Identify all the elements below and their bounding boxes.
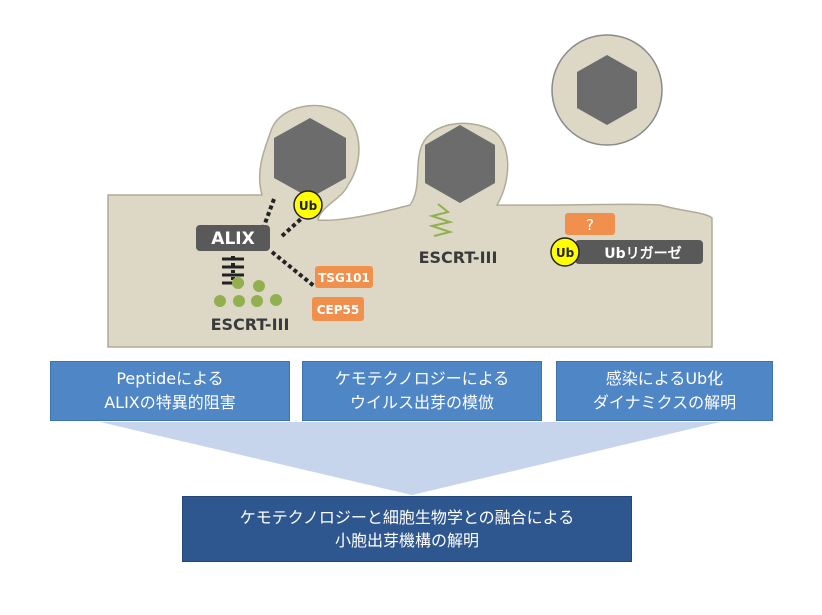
- alix-box: [196, 225, 270, 251]
- escrt-dots: [214, 277, 282, 307]
- ub-ligase-label: Ubリガーゼ: [604, 245, 681, 262]
- ub-ligase-box: [575, 240, 703, 264]
- conclusion-line1: ケモテクノロジーと細胞生物学との融合による: [239, 508, 575, 527]
- conclusion-line2: 小胞出芽機構の解明: [334, 531, 479, 550]
- escrt-label-middle: ESCRT-III: [419, 248, 498, 267]
- ub-circle-left: [293, 190, 323, 220]
- released-capsid: [577, 55, 637, 125]
- ub-label-right: Ub: [556, 246, 575, 260]
- approach-box-3: 感染によるUb化 ダイナミクスの解明: [556, 361, 773, 421]
- ub-label-left: Ub: [299, 199, 318, 213]
- approach-box-1: Peptideによる ALIXの特異的阻害: [50, 361, 290, 421]
- approach-box-1-line1: Peptideによる: [116, 369, 224, 388]
- conclusion-box: ケモテクノロジーと細胞生物学との融合による 小胞出芽機構の解明: [182, 496, 632, 562]
- capsid-left: [274, 118, 346, 198]
- cep55-label: CEP55: [317, 303, 360, 317]
- escrt-spring: [428, 203, 454, 237]
- alix-label: ALIX: [211, 229, 254, 249]
- approach-box-2: ケモテクノロジーによる ウイルス出芽の模倣: [302, 361, 542, 421]
- approach-box-2-line1: ケモテクノロジーによる: [334, 369, 510, 388]
- capsid-middle: [425, 125, 495, 203]
- tsg101-box: [315, 266, 373, 288]
- convergence-arrow: [100, 422, 720, 495]
- question-label: ?: [586, 216, 594, 234]
- approach-box-3-line2: ダイナミクスの解明: [592, 393, 737, 412]
- approach-box-3-line1: 感染によるUb化: [605, 369, 724, 388]
- question-box: [565, 213, 615, 235]
- approach-box-1-line2: ALIXの特異的阻害: [104, 393, 236, 412]
- interaction-dashes: [222, 198, 316, 288]
- tsg101-label: TSG101: [318, 271, 370, 285]
- ub-circle-right: [550, 237, 580, 267]
- escrt-label-left: ESCRT-III: [211, 315, 290, 334]
- cep55-box: [312, 297, 364, 321]
- approach-box-2-line2: ウイルス出芽の模倣: [349, 393, 494, 412]
